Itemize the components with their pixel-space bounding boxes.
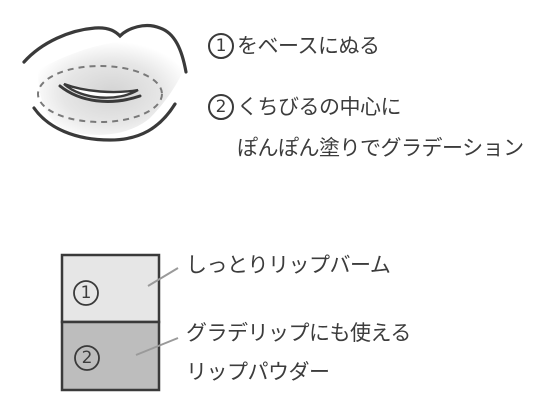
legend-box2 [60,320,161,392]
mouth-line [58,84,142,103]
step1-text: をベースにぬる [237,34,380,58]
box1-number: 1 [80,283,92,303]
legend-boxes [60,253,179,392]
mouth-opening [63,82,139,99]
leader-line-2 [135,337,179,356]
upper-lip-outline [22,23,188,74]
leader-line-1 [147,267,179,287]
step2-number: 2 [215,97,227,117]
box1-label: しっとりリップバーム [186,253,391,277]
step1-number-circle [208,33,234,59]
lower-lip-outline [32,102,177,142]
step1-number: 1 [215,36,227,56]
lips-illustration [22,23,188,142]
box2-label-line1: グラデリップにも使える [186,321,411,345]
step2-text-line1: くちびるの中心に [237,95,402,119]
box2-number-circle [74,345,100,371]
box1-number-circle [73,280,99,306]
box2-number: 2 [81,348,93,368]
gradation-dashed-outline [37,65,163,123]
box2-label-line2: リップパウダー [186,360,330,384]
legend-box1 [60,253,161,324]
step2-text-line2: ぽんぽん塗りでグラデーション [237,136,524,160]
step2-number-circle [208,94,234,120]
